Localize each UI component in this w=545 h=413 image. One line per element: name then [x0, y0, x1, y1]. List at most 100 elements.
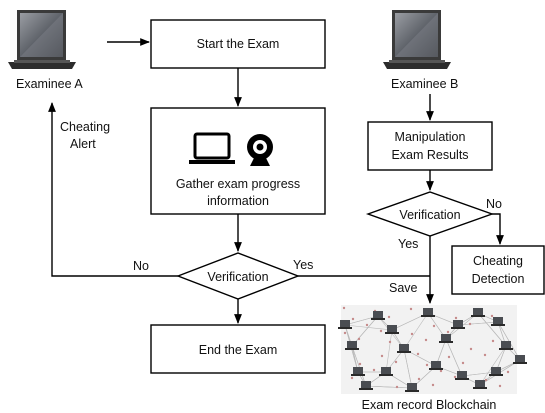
cheating-detection-line1: Cheating	[473, 254, 523, 268]
manipulation-label-line1: Manipulation	[395, 130, 466, 144]
network-dot	[431, 383, 435, 387]
network-dot	[379, 329, 383, 333]
network-dot	[491, 339, 495, 343]
network-dot	[394, 360, 398, 364]
network-laptop-icon	[439, 334, 453, 343]
network-dot	[416, 352, 420, 356]
edge-yes-b: Yes	[398, 237, 418, 251]
network-dot	[461, 361, 465, 365]
edge-no-b: No	[486, 197, 502, 211]
network-dot	[468, 322, 472, 326]
network-edge	[385, 329, 393, 373]
network-dot	[483, 353, 487, 357]
network-edge	[477, 312, 507, 347]
network-dot	[342, 306, 346, 310]
network-laptop-icon	[421, 308, 435, 317]
network-laptop-icon	[471, 308, 485, 317]
laptop-b-image	[383, 10, 451, 69]
network-laptop-icon	[397, 344, 411, 353]
network-dot	[395, 385, 399, 389]
network-laptop-icon	[473, 380, 487, 389]
network-dot	[453, 375, 457, 379]
verification-b-label: Verification	[399, 208, 460, 222]
arrow-no-to-cheating-alert	[48, 102, 178, 277]
network-laptop-icon	[338, 320, 352, 329]
network-dot	[372, 368, 376, 372]
network-edge	[403, 348, 413, 389]
network-edge	[344, 324, 393, 331]
network-dot	[357, 337, 361, 341]
network-dot	[439, 369, 443, 373]
network-edge	[479, 345, 507, 386]
cheating-alert-line2: Alert	[70, 137, 96, 151]
cheating-detection-line2: Detection	[472, 272, 525, 286]
edge-save: Save	[389, 281, 418, 295]
network-laptop-icon	[405, 383, 419, 392]
network-dot	[350, 376, 354, 380]
network-dot	[365, 323, 369, 327]
network-dot	[351, 317, 355, 321]
network-laptop-icon	[351, 367, 365, 376]
network-dot	[506, 370, 510, 374]
network-laptop-icon	[345, 341, 359, 350]
network-laptop-icon	[499, 341, 513, 350]
network-dot	[387, 315, 391, 319]
edge-no-a: No	[133, 259, 149, 273]
laptop-a-image	[8, 10, 76, 69]
examinee-a-label: Examinee A	[16, 77, 83, 91]
gather-label-line2: information	[207, 194, 269, 208]
network-laptop-icon	[359, 381, 373, 390]
network-graph	[338, 305, 527, 394]
webcam-icon	[247, 134, 273, 166]
blockchain-label: Exam record Blockchain	[362, 398, 497, 412]
cheating-detection-box	[451, 245, 545, 295]
network-dot	[380, 354, 384, 358]
network-dot	[343, 331, 347, 335]
edge-yes-a: Yes	[293, 258, 313, 272]
network-laptop-icon	[491, 317, 505, 326]
network-edge	[365, 385, 413, 389]
network-edge	[351, 345, 367, 387]
manipulation-label-line2: Exam Results	[391, 148, 468, 162]
start-exam-label: Start the Exam	[197, 37, 280, 51]
network-dot	[432, 324, 436, 328]
network-dot	[447, 355, 451, 359]
network-dot	[425, 363, 429, 367]
end-exam-label: End the Exam	[199, 343, 278, 357]
network-edge	[344, 315, 379, 326]
network-dot	[454, 316, 458, 320]
verification-a-label: Verification	[207, 270, 268, 284]
examinee-b-label: Examinee B	[391, 77, 458, 91]
network-dot	[490, 314, 494, 318]
network-laptop-icon	[455, 371, 469, 380]
network-edge	[445, 338, 463, 377]
network-dot	[358, 362, 362, 366]
network-dot	[498, 384, 502, 388]
network-laptop-icon	[379, 367, 393, 376]
network-laptop-icon	[429, 361, 443, 370]
network-laptop-icon	[489, 367, 503, 376]
cheating-alert-line1: Cheating	[60, 120, 110, 134]
network-dot	[410, 332, 414, 336]
network-dot	[409, 307, 413, 311]
network-dot	[469, 347, 473, 351]
network-laptop-icon	[371, 311, 385, 320]
network-dot	[417, 377, 421, 381]
manipulation-box	[367, 121, 493, 171]
network-edge	[403, 312, 429, 350]
arrow-no-to-cheating-detection	[492, 213, 504, 245]
network-dot	[424, 338, 428, 342]
network-edge	[457, 321, 499, 326]
gather-label-line1: Gather exam progress	[176, 177, 300, 191]
network-edge	[461, 371, 497, 377]
network-laptop-icon	[385, 325, 399, 334]
end-exam-box	[150, 324, 326, 374]
network-laptop-icon	[513, 355, 527, 364]
network-dot	[446, 330, 450, 334]
network-dot	[484, 378, 488, 382]
laptop-icon	[189, 132, 235, 164]
network-dot	[388, 340, 392, 344]
gather-info-box	[150, 107, 326, 215]
network-laptop-icon	[451, 320, 465, 329]
